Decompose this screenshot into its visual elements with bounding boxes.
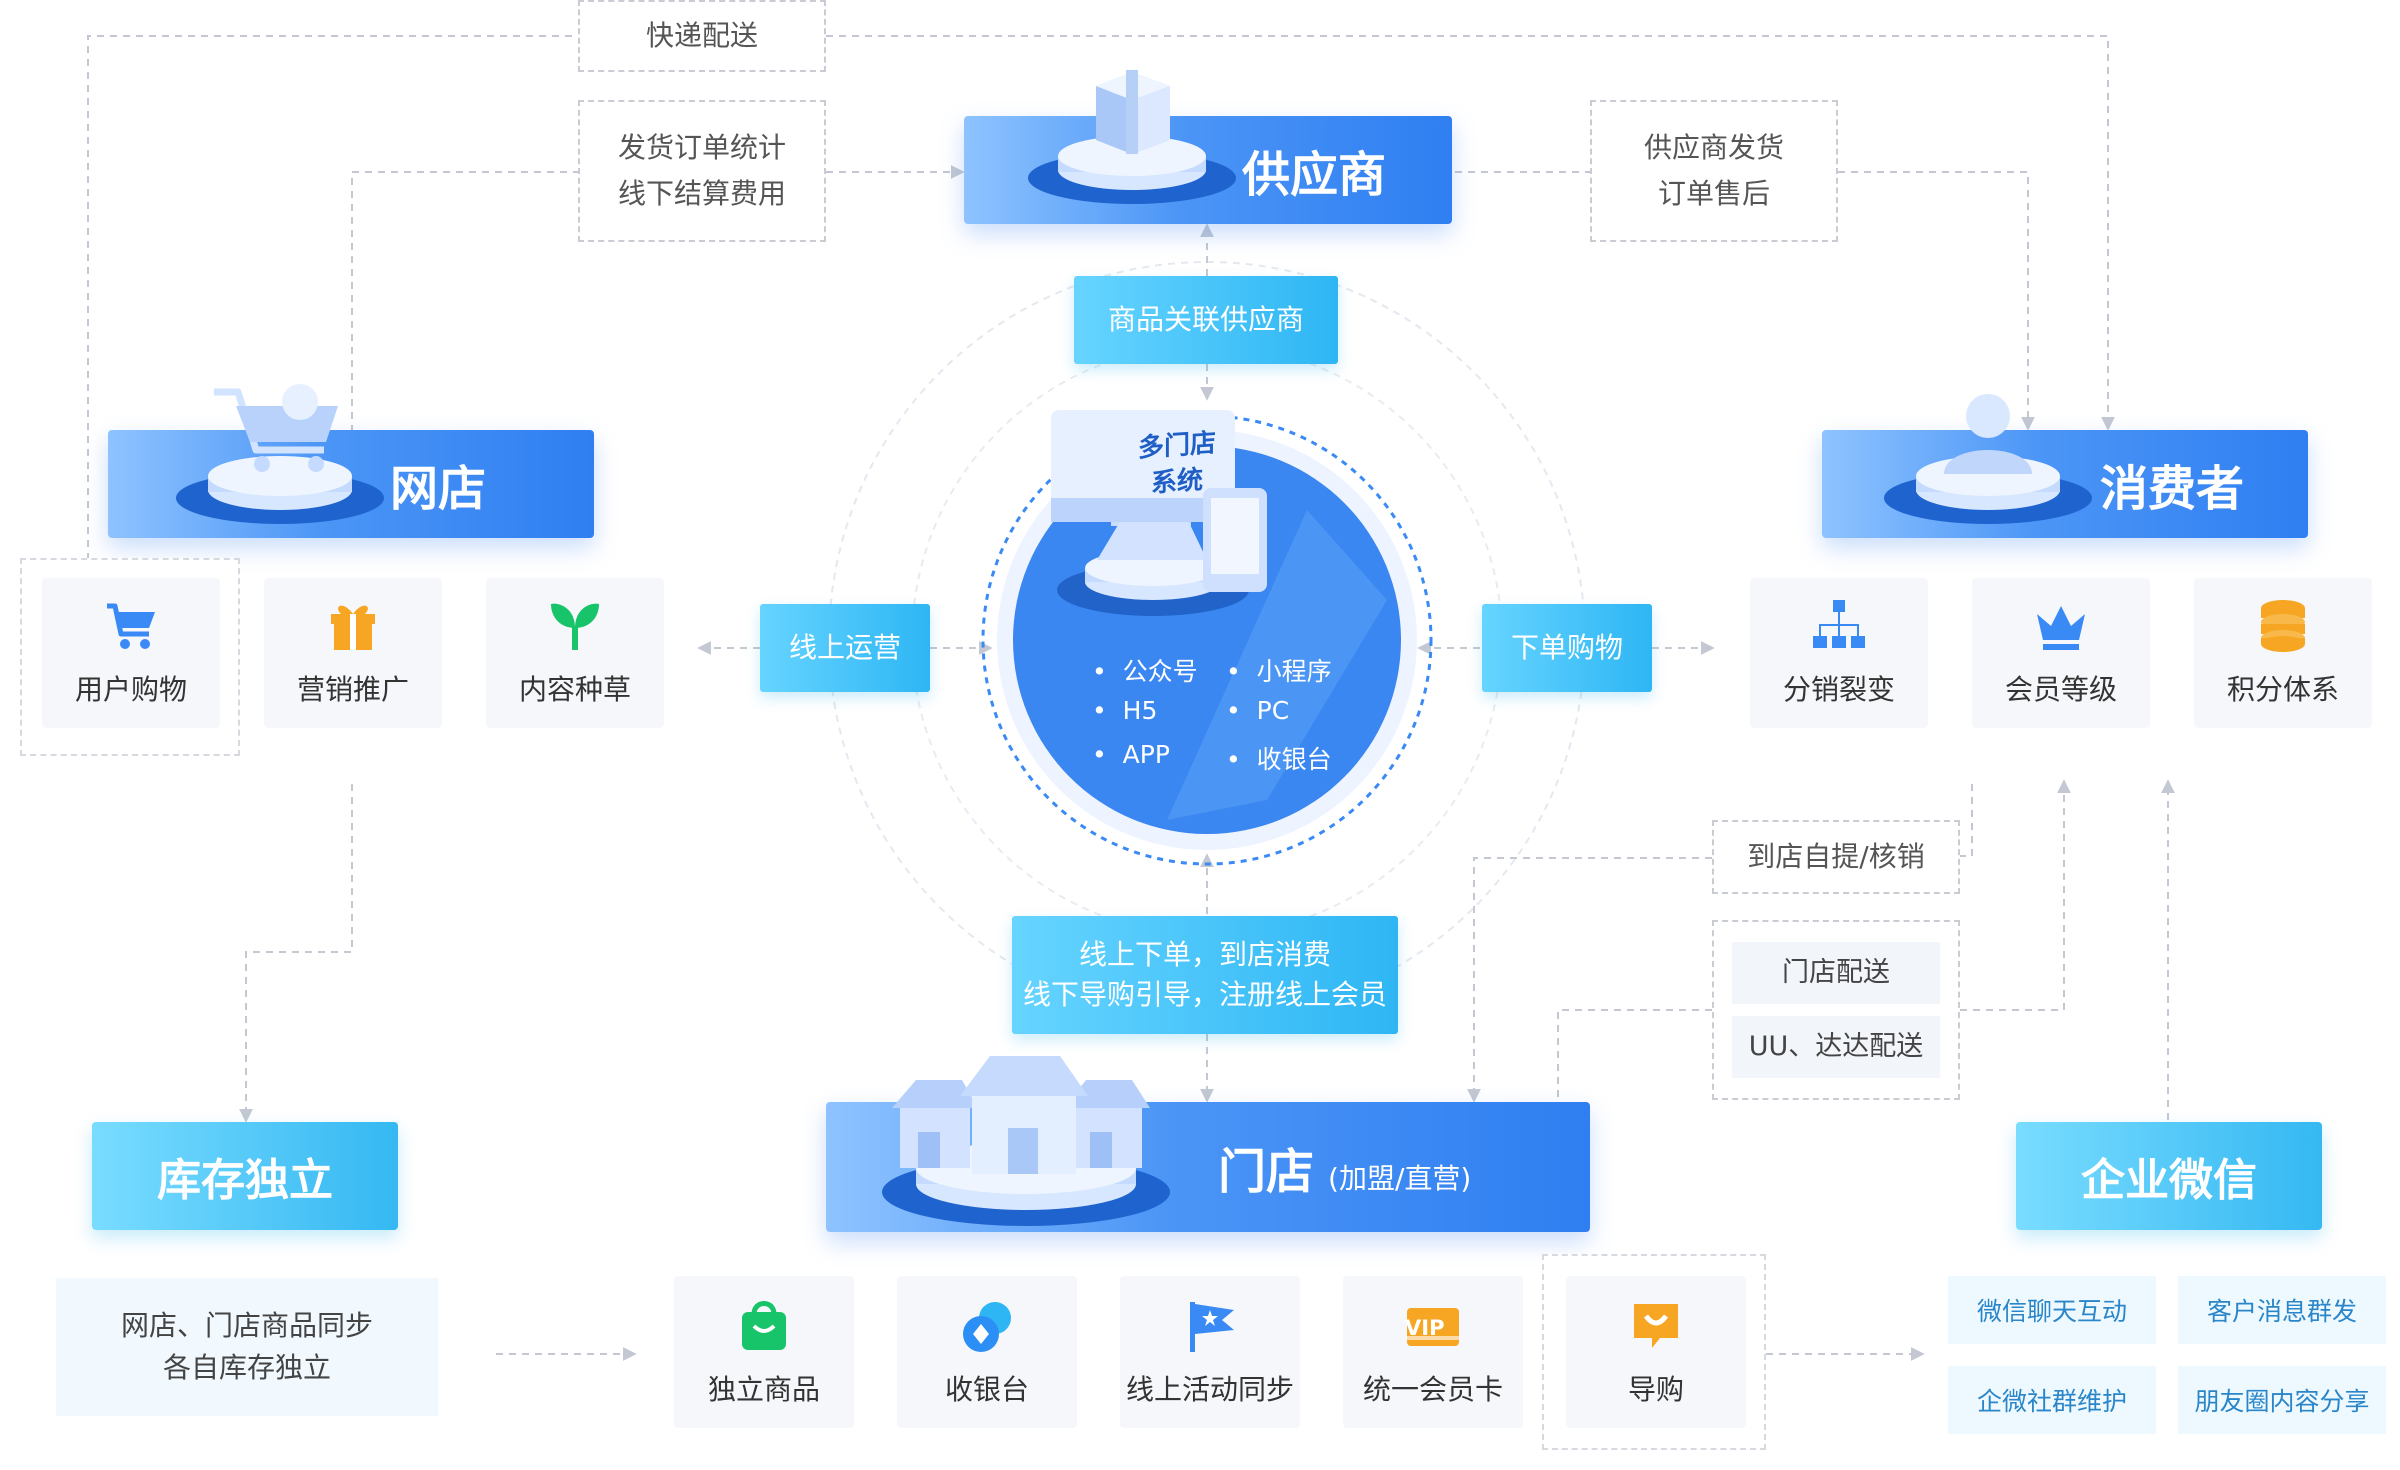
store-card-label: 独立商品 — [707, 1373, 820, 1406]
platform-app: • APP — [1092, 740, 1170, 769]
inventory-desc-line-2: 各自库存独立 — [162, 1351, 331, 1384]
ship-stats-line-2: 线下结算费用 — [617, 177, 786, 210]
store-banner: 门店 (加盟/直营) — [826, 1056, 1590, 1232]
order-shopping-button[interactable]: 下单购物 — [1482, 604, 1652, 692]
store-card-independent-goods[interactable]: 独立商品 — [674, 1276, 854, 1428]
supplier-ship-line-1: 供应商发货 — [1643, 131, 1784, 164]
offline-online-link-box[interactable]: 线上下单，到店消费 线下导购引导，注册线上会员 — [1012, 916, 1398, 1034]
consumer-card-distribution[interactable]: 分销裂变 — [1750, 578, 1928, 728]
online-card-label: 内容种草 — [518, 673, 631, 706]
inventory-desc-box: 网店、门店商品同步 各自库存独立 — [56, 1278, 438, 1416]
consumer-card-points[interactable]: 积分体系 — [2194, 578, 2372, 728]
online-card-user-shopping[interactable]: 用户购物 — [42, 578, 220, 728]
gift-icon — [331, 605, 375, 650]
ship-stats-line-1: 发货订单统计 — [617, 131, 786, 164]
pickup-box: 到店自提/核销 — [1712, 820, 1960, 894]
store-delivery-item: 门店配送 — [1732, 942, 1940, 1004]
flag-icon — [1190, 1302, 1234, 1352]
store-card-shopping-guide[interactable]: 导购 — [1566, 1276, 1746, 1428]
box-pedestal-icon — [1028, 70, 1236, 204]
supplier-ship-line-2: 订单售后 — [1657, 177, 1770, 210]
platform-official-account: • 公众号 — [1092, 657, 1198, 686]
store-card-label: 线上活动同步 — [1125, 1373, 1294, 1406]
coin-icon — [963, 1302, 1011, 1352]
wecom-banner: 企业微信 — [2016, 1122, 2322, 1230]
vip-card-icon — [1407, 1308, 1459, 1346]
inventory-desc-line-1: 网店、门店商品同步 — [120, 1309, 373, 1342]
ship-stats-box: 发货订单统计 线下结算费用 — [578, 100, 826, 242]
express-delivery-box: 快递配送 — [578, 0, 826, 72]
consumer-card-label: 分销裂变 — [1782, 673, 1895, 706]
cart-pedestal-icon — [176, 384, 384, 524]
platform-pc: • PC — [1226, 696, 1290, 725]
consumer-card-label: 会员等级 — [2004, 673, 2117, 706]
consumer-title: 消费者 — [2100, 461, 2245, 517]
supplier-banner: 供应商 — [964, 70, 1452, 224]
online-store-title: 网店 — [390, 461, 487, 517]
coins-icon — [2261, 600, 2305, 652]
wecom-item-moments[interactable]: 朋友圈内容分享 — [2178, 1366, 2386, 1434]
cart-icon — [107, 603, 155, 649]
link-line-1: 线上下单，到店消费 — [1078, 938, 1331, 971]
center-title: 多门店 系统 — [1102, 423, 1252, 505]
store-title-wrap: 门店 (加盟/直营) — [1218, 1132, 1471, 1202]
wecom-item-mass-message[interactable]: 客户消息群发 — [2178, 1276, 2386, 1344]
supplier-ship-box: 供应商发货 订单售后 — [1590, 100, 1838, 242]
store-card-label: 导购 — [1627, 1373, 1684, 1406]
store-subtitle: (加盟/直营) — [1328, 1162, 1472, 1195]
crown-icon — [2037, 606, 2085, 650]
sprout-icon — [551, 603, 599, 650]
consumer-banner: 消费者 — [1822, 394, 2308, 538]
inventory-banner: 库存独立 — [92, 1122, 398, 1230]
store-card-label: 收银台 — [944, 1373, 1029, 1406]
wecom-item-chat[interactable]: 微信聊天互动 — [1948, 1276, 2156, 1344]
express-delivery-label: 快递配送 — [645, 19, 758, 52]
online-store-banner: 网店 — [108, 384, 594, 538]
guide-icon — [1634, 1304, 1678, 1348]
platform-cashier: • 收银台 — [1226, 745, 1332, 774]
multi-store-system-graphic — [981, 410, 1433, 866]
pickup-label: 到店自提/核销 — [1747, 840, 1925, 873]
wecom-item-community[interactable]: 企微社群维护 — [1948, 1366, 2156, 1434]
shops-pedestal-icon — [882, 1056, 1170, 1226]
platform-h5: • H5 — [1092, 696, 1158, 725]
person-pedestal-icon — [1884, 394, 2092, 524]
consumer-card-label: 积分体系 — [2226, 673, 2339, 706]
online-card-content-seeding[interactable]: 内容种草 — [486, 578, 664, 728]
store-card-online-activity[interactable]: 线上活动同步 — [1120, 1276, 1300, 1428]
bag-icon — [742, 1301, 786, 1350]
online-card-marketing[interactable]: 营销推广 — [264, 578, 442, 728]
vip-badge-text: VIP — [1405, 1316, 1445, 1340]
hierarchy-icon — [1813, 600, 1865, 648]
online-card-label: 用户购物 — [74, 673, 187, 706]
consumer-card-member-level[interactable]: 会员等级 — [1972, 578, 2150, 728]
store-card-label: 统一会员卡 — [1362, 1373, 1503, 1406]
store-card-unified-member[interactable]: VIP 统一会员卡 — [1343, 1276, 1523, 1428]
store-card-cashier[interactable]: 收银台 — [897, 1276, 1077, 1428]
store-title: 门店 — [1218, 1144, 1315, 1200]
platform-mini-program: • 小程序 — [1226, 657, 1332, 686]
link-line-2: 线下导购引导，注册线上会员 — [1022, 978, 1387, 1011]
online-card-label: 营销推广 — [296, 673, 409, 706]
third-party-delivery-item: UU、达达配送 — [1732, 1016, 1940, 1078]
supplier-title: 供应商 — [1242, 147, 1387, 203]
supplier-link-button[interactable]: 商品关联供应商 — [1074, 276, 1338, 364]
online-ops-button[interactable]: 线上运营 — [760, 604, 930, 692]
